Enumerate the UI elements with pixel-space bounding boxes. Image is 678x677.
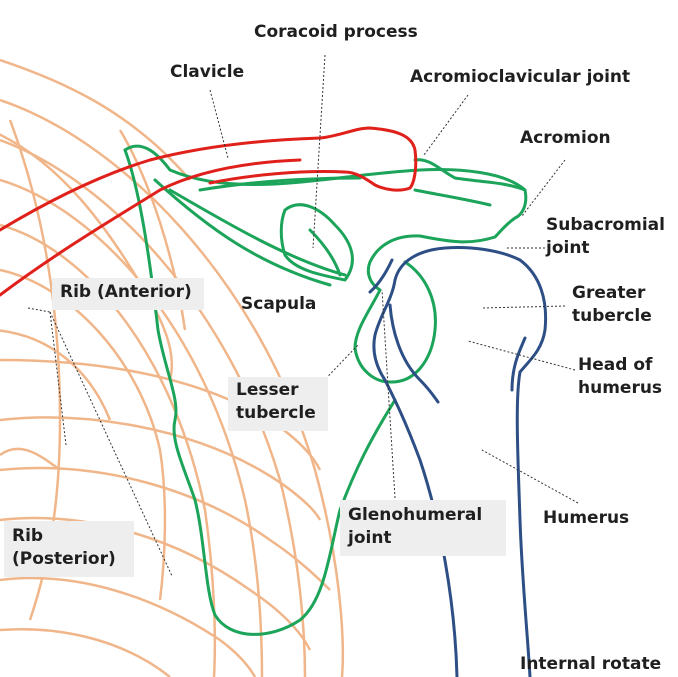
head-of-humerus-label-line-2: humerus bbox=[578, 378, 663, 398]
leader-line bbox=[481, 305, 566, 309]
rib-outline bbox=[0, 416, 322, 521]
humerus-outline bbox=[368, 258, 394, 294]
scapula-outline bbox=[198, 176, 362, 192]
internal-rotate-label: Internal rotate bbox=[520, 654, 662, 674]
glenohumeral-joint-label-line-2: joint bbox=[348, 528, 392, 548]
rib-outline bbox=[0, 329, 112, 421]
subacromial-joint-label-line-1: Subacromial bbox=[546, 215, 665, 235]
leader-line bbox=[311, 344, 359, 394]
leader-line bbox=[521, 159, 566, 217]
leader-line bbox=[467, 340, 576, 371]
rib-outline bbox=[0, 447, 61, 472]
greater-tubercle-label-line-2: tubercle bbox=[572, 306, 652, 326]
rib-outline bbox=[0, 223, 217, 677]
rib-posterior-label-line-2: (Posterior) bbox=[12, 549, 116, 569]
scapula-label: Scapula bbox=[241, 294, 317, 314]
scapula-outline bbox=[168, 188, 347, 277]
humerus-outline bbox=[510, 336, 527, 392]
rib-outline bbox=[0, 178, 264, 677]
humerus-label: Humerus bbox=[543, 508, 630, 528]
glenohumeral-joint-label: Glenohumeral joint bbox=[340, 500, 506, 556]
head-of-humerus-label-line-1: Head of bbox=[578, 355, 653, 375]
greater-tubercle-label-line-1: Greater bbox=[572, 283, 646, 303]
leader-line bbox=[49, 311, 173, 577]
greater-tubercle-label: Greater tubercle bbox=[572, 282, 652, 328]
acromion-label: Acromion bbox=[520, 128, 611, 148]
scapula-bone bbox=[123, 144, 528, 636]
acromioclavicular-joint-label: Acromioclavicular joint bbox=[410, 67, 631, 87]
rib-posterior-label: Rib (Posterior) bbox=[4, 521, 134, 577]
leader-lines bbox=[27, 54, 579, 577]
lesser-tubercle-label-line-2: tubercle bbox=[236, 403, 316, 423]
coracoid-process-label: Coracoid process bbox=[254, 22, 418, 42]
rib-anterior-label: Rib (Anterior) bbox=[52, 278, 204, 310]
scapula-outline bbox=[153, 178, 332, 287]
subacromial-joint-label-line-2: joint bbox=[546, 238, 590, 258]
subacromial-joint-label: Subacromial joint bbox=[546, 214, 665, 260]
leader-line bbox=[27, 307, 51, 313]
coracoid-outline bbox=[308, 228, 342, 277]
scapula-outline bbox=[123, 148, 397, 636]
clavicle-outline bbox=[0, 126, 418, 232]
rib-cage bbox=[0, 58, 344, 677]
rib-posterior-label-line-1: Rib bbox=[12, 526, 44, 546]
humerus-bone bbox=[368, 246, 548, 677]
clavicle-bone bbox=[0, 126, 418, 297]
humerus-outline bbox=[372, 246, 548, 677]
rib-outline bbox=[0, 628, 171, 677]
rib-outline bbox=[0, 576, 257, 677]
leader-line bbox=[423, 94, 469, 156]
clavicle-outline bbox=[0, 158, 302, 297]
leader-line bbox=[312, 54, 326, 249]
lesser-tubercle-label: Lesser tubercle bbox=[228, 377, 328, 431]
leader-line bbox=[481, 449, 579, 504]
head-of-humerus-label: Head of humerus bbox=[578, 354, 662, 400]
rib-outline bbox=[0, 358, 322, 471]
acromion-outline bbox=[413, 158, 527, 192]
lesser-tubercle-label-line-1: Lesser bbox=[236, 380, 299, 400]
rib-outline bbox=[0, 133, 174, 381]
leader-line bbox=[381, 289, 396, 499]
acromion-outline bbox=[413, 188, 492, 207]
coracoid-outline bbox=[279, 203, 354, 282]
clavicle-label: Clavicle bbox=[170, 62, 245, 82]
rib-outline bbox=[0, 466, 331, 591]
glenohumeral-joint-label-line-1: Glenohumeral bbox=[348, 505, 483, 525]
humerus-outline bbox=[388, 303, 440, 404]
